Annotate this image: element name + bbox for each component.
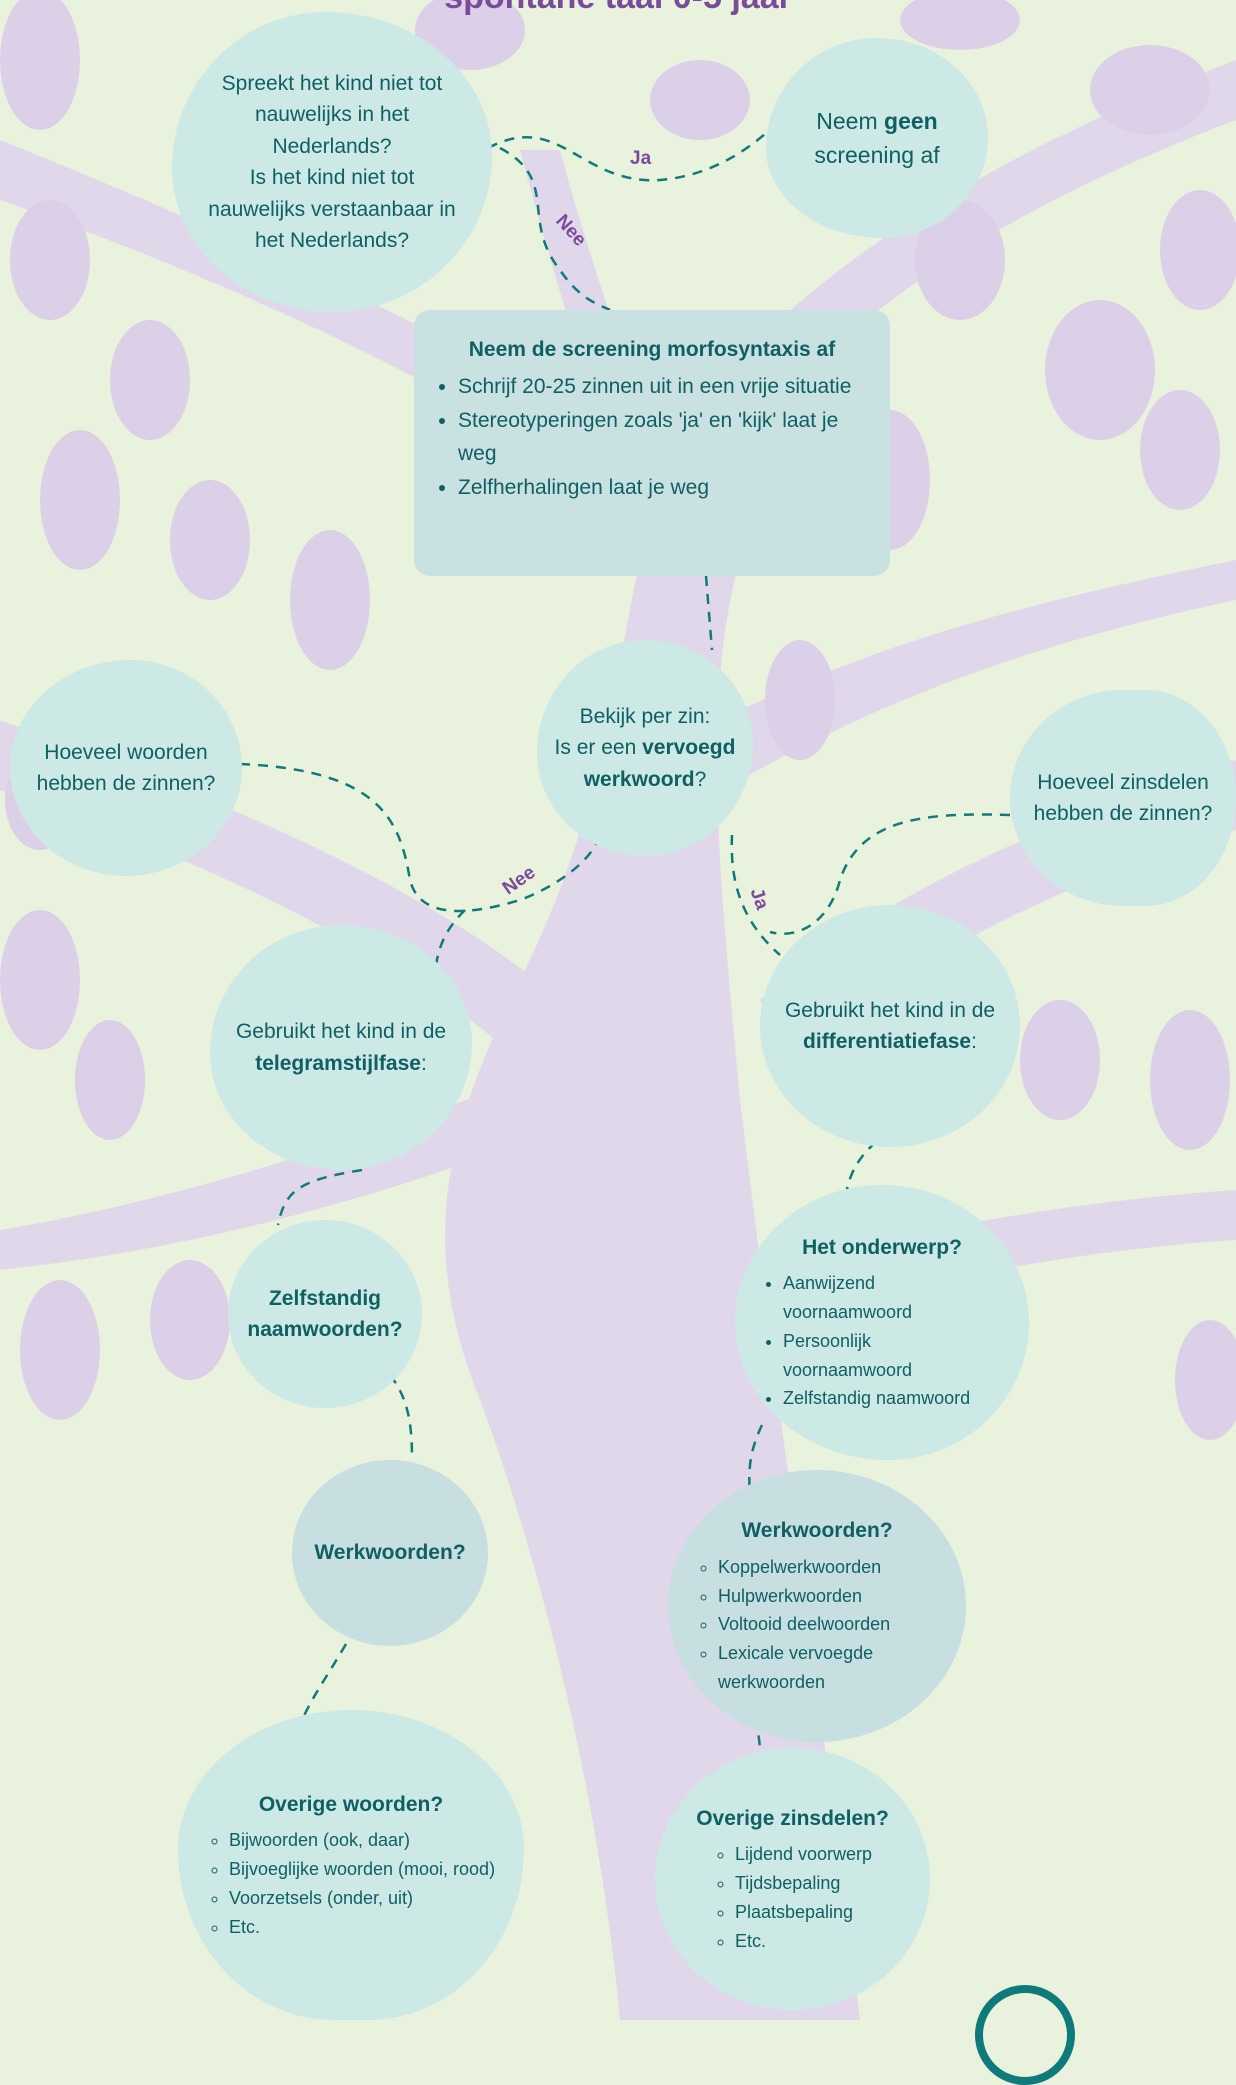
node-telegram-phase: Gebruikt het kind in de telegramstijlfas…: [210, 925, 472, 1170]
node-differentiation-phase: Gebruikt het kind in de differentiatiefa…: [760, 905, 1020, 1147]
diff-bold: differentiatiefase: [803, 1030, 972, 1053]
tree-branch-top-right: [680, 60, 1236, 460]
subject-item: Aanwijzend voornaamwoord: [783, 1269, 1003, 1327]
subject-list: Aanwijzend voornaamwoord Persoonlijk voo…: [761, 1269, 1003, 1413]
verb-q-post: ?: [694, 767, 707, 791]
node-dutch-line5: nauwelijks verstaanbaar in: [208, 197, 456, 221]
tree-branch-mid-right: [720, 560, 1236, 780]
no-screening-pre: Neem: [816, 107, 885, 134]
screening-item: Schrijf 20-25 zinnen uit in een vrije si…: [458, 370, 866, 404]
verbs-left-heading: Werkwoorden?: [314, 1541, 466, 1565]
telegram-post: :: [420, 1051, 427, 1075]
verb-q-bold2: werkwoord: [583, 767, 695, 791]
verb-q-bold1: vervoegd: [642, 736, 736, 760]
other-words-list: Bijwoorden (ook, daar) Bijvoeglijke woor…: [207, 1826, 495, 1941]
edge-q-to-screening: [499, 146, 611, 312]
other-parts-item: Plaatsbepaling: [735, 1898, 872, 1927]
parts-q-text: Hoeveel zinsdelen hebben de zinnen?: [1033, 770, 1213, 826]
nouns-heading: Zelfstandig naamwoorden?: [247, 1286, 403, 1342]
node-verb-question: Bekijk per zin: Is er een vervoegd werkw…: [537, 640, 753, 856]
verbs-right-item: Lexicale vervoegde werkwoorden: [718, 1639, 938, 1697]
edge-telegram-to-nouns: [276, 1168, 363, 1226]
verbs-right-heading: Werkwoorden?: [741, 1519, 893, 1543]
node-verbs-left: Werkwoorden?: [292, 1460, 488, 1646]
node-words-question: Hoeveel woorden hebben de zinnen?: [10, 660, 242, 876]
edge-screening-to-verb: [704, 575, 714, 651]
verbs-right-list: Koppelwerkwoorden Hulpwerkwoorden Voltoo…: [696, 1553, 938, 1697]
subject-item: Zelfstandig naamwoord: [783, 1384, 1003, 1413]
other-words-item: Bijwoorden (ook, daar): [229, 1826, 495, 1855]
verb-q-line1: Bekijk per zin:: [579, 704, 711, 728]
other-words-item: Bijvoeglijke woorden (mooi, rood): [229, 1855, 495, 1884]
node-no-screening: Neem geen screening af: [766, 38, 988, 238]
verbs-right-item: Koppelwerkwoorden: [718, 1553, 938, 1582]
other-parts-list: Lijdend voorwerp Tijdsbepaling Plaatsbep…: [713, 1840, 872, 1955]
screening-list: Schrijf 20-25 zinnen uit in een vrije si…: [438, 370, 866, 504]
diff-pre: Gebruikt het kind in de: [784, 998, 996, 1022]
other-parts-item: Lijdend voorwerp: [735, 1840, 872, 1869]
node-dutch-line3: Nederlands?: [272, 134, 392, 158]
other-parts-item: Etc.: [735, 1927, 872, 1956]
edge-parts-to-diff: [769, 813, 1011, 935]
verbs-right-item: Voltooid deelwoorden: [718, 1610, 938, 1639]
other-parts-item: Tijdsbepaling: [735, 1869, 872, 1898]
screening-item: Zelfherhalingen laat je weg: [458, 471, 866, 505]
other-parts-heading: Overige zinsdelen?: [696, 1806, 889, 1830]
node-parts-question: Hoeveel zinsdelen hebben de zinnen?: [1010, 690, 1236, 906]
edge-verb-to-diff: [730, 834, 781, 956]
screening-heading: Neem de screening morfosyntaxis af: [468, 338, 836, 361]
telegram-bold: telegramstijlfase: [255, 1051, 421, 1075]
subject-item: Persoonlijk voornaamwoord: [783, 1327, 1003, 1385]
diff-post: :: [971, 1030, 977, 1053]
node-subject: Het onderwerp? Aanwijzend voornaamwoord …: [735, 1185, 1029, 1460]
node-dutch-question: Spreekt het kind niet tot nauwelijks in …: [172, 12, 492, 312]
no-screening-bold: geen: [884, 107, 938, 134]
node-other-parts: Overige zinsdelen? Lijdend voorwerp Tijd…: [655, 1748, 930, 2010]
edge-nouns-to-verbs: [389, 1374, 414, 1461]
node-verbs-right: Werkwoorden? Koppelwerkwoorden Hulpwerkw…: [668, 1470, 966, 1742]
edge-label-ja-top: Ja: [630, 148, 652, 169]
tree-background: [0, 0, 1236, 2020]
page-title: spontane taal 0-5 jaar: [0, 0, 1236, 17]
other-words-item: Voorzetsels (onder, uit): [229, 1884, 495, 1913]
verb-q-pre: Is er een: [554, 736, 643, 760]
logo-icon: [975, 1985, 1075, 2085]
subject-heading: Het onderwerp?: [802, 1235, 962, 1259]
words-q-text: Hoeveel woorden hebben de zinnen?: [36, 740, 216, 796]
no-screening-post: screening af: [814, 142, 940, 168]
node-nouns: Zelfstandig naamwoorden?: [228, 1220, 422, 1408]
telegram-pre: Gebruikt het kind in de: [235, 1020, 447, 1043]
edge-verb-to-words: [239, 762, 600, 913]
other-words-item: Etc.: [229, 1913, 495, 1942]
edge-words-to-telegram: [434, 909, 466, 966]
verbs-right-item: Hulpwerkwoorden: [718, 1582, 938, 1611]
other-words-heading: Overige woorden?: [258, 1792, 444, 1816]
node-dutch-line1: Spreekt het kind niet tot: [221, 71, 443, 95]
node-dutch-line4: Is het kind niet tot: [249, 166, 415, 189]
node-dutch-line2: nauwelijks in het: [254, 103, 410, 126]
screening-item: Stereotyperingen zoals 'ja' en 'kijk' la…: [458, 404, 866, 471]
node-dutch-line6: het Nederlands?: [254, 229, 410, 252]
node-other-words: Overige woorden? Bijwoorden (ook, daar) …: [178, 1710, 524, 2020]
edge-q-to-no: [487, 119, 781, 182]
node-screening-box: Neem de screening morfosyntaxis af Schri…: [414, 310, 890, 576]
